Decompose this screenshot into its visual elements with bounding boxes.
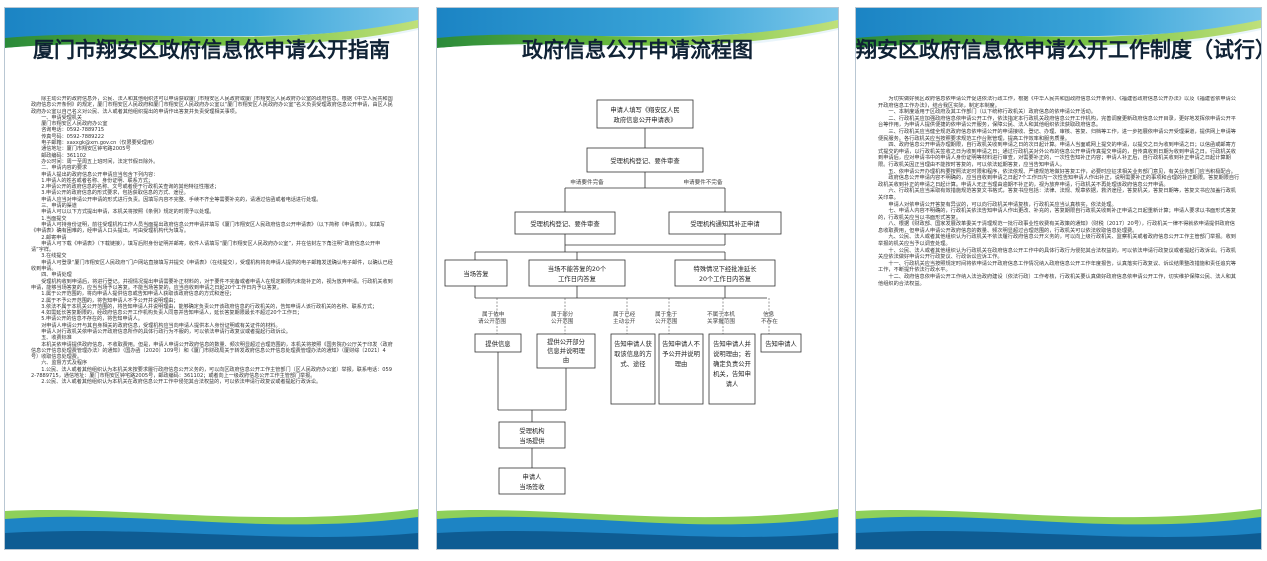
flow-result-absent-text: 告知申请人 [765,339,797,348]
page-title: 政府信息公开申请流程图 [522,38,753,62]
header-wave [5,8,418,96]
flow-result-method-3: 式、途径 [620,359,646,368]
flow-node-apply-line1: 申请人填写《翔安区人民 [610,105,679,114]
flow-node-immediate [444,259,508,287]
flow-result-notmine [708,333,756,405]
flow-board: 政府信息公开申请流程图 申请人填写《翔安区人民 政府信息公开申请表》 受理机构登… [437,8,838,549]
flow-result-partial-1: 提供公开部分 [547,337,585,346]
flow-result-refuse-2: 予公开并说明 [662,349,700,358]
flow-label-2a: 属于部分 [551,310,574,318]
flow-result-notmine-4: 机关，告知申 [713,369,751,378]
guide-board: 厦门市翔安区政府信息依申请公开指南 除主动公开的政府信息外，公民、法人和其他组织… [5,8,418,549]
flow-result-notmine-2: 说明理由；若 [713,349,751,358]
flow-node-sign-1: 申请人 [523,472,543,481]
flow-node-register-text: 受理机构登记、要件审查 [530,219,600,228]
flow-node-20days [528,259,626,287]
flow-node-apply [596,99,694,129]
flow-label-3a: 属于已经 [613,310,636,318]
flow-result-partial-2: 信息并说明理 [547,346,585,355]
flow-label-2b: 公开范围 [551,317,574,325]
flow-result-method-1: 告知申请人获 [614,339,652,348]
system-body: 为切实做好我区政府信息依申请公开促进依法行政工作，根据《中华人民共和国政府信息公… [878,96,1240,287]
flow-result-notmine-5: 请人 [726,379,739,388]
flow-node-20days-line1: 当场不能答复的20个 [548,264,607,273]
flow-result-refuse-3: 理由 [675,359,688,368]
flow-result-provide-text: 提供信息 [485,339,510,348]
flow-result-refuse-1: 告知申请人不 [662,339,700,348]
flow-node-extend-line1: 特殊情况下经批准延长 [694,264,758,273]
flow-label-incomplete: 申请要件不完备 [683,178,723,186]
header-wave [856,8,1261,96]
flow-node-sign-2: 当场签收 [519,482,545,491]
flow-node-20days-line2: 工作日内答复 [558,274,596,283]
flow-node-deliver [498,421,566,449]
flow-node-deliver-1: 受理机构 [519,426,544,435]
flow-node-review-text: 受理机构登记、要件审查 [610,156,680,165]
flow-node-immediate-text: 当场答复 [463,269,489,278]
flow-node-extend-line2: 20个工作日内答复 [699,274,752,283]
flow-label-4b: 公开范围 [655,317,678,325]
flow-label-6b: 不存在 [761,317,778,325]
system-board: 翔安区政府信息依申请公开工作制度（试行） 为切实做好我区政府信息依申请公开促进依… [856,8,1261,549]
flow-node-sign [498,467,566,495]
flow-result-partial-3: 由 [563,355,569,364]
flow-label-1b: 请公开范围 [478,317,506,325]
flow-result-refuse [658,333,704,405]
footer-wave [437,509,838,549]
flow-result-partial [536,333,596,369]
flow-result-notmine-1: 告知申请人并 [713,339,751,348]
flow-node-extend [674,259,776,287]
flow-label-5a: 不属于本机 [707,310,735,318]
flow-label-5b: 关掌握范围 [707,317,735,325]
flow-node-review [586,147,704,173]
flowchart: 申请人填写《翔安区人民 政府信息公开申请表》 受理机构登记、要件审查 申请要件完… [444,99,802,495]
flow-result-method [610,333,656,405]
flow-label-6a: 信息 [763,310,775,318]
footer-wave [5,509,418,549]
flow-node-apply-line2: 政府信息公开申请表》 [614,115,677,124]
flow-label-complete: 申请要件完备 [570,178,604,186]
page-title: 翔安区政府信息依申请公开工作制度（试行） [856,38,1261,62]
flow-result-absent [760,333,802,353]
flow-label-3b: 主动公开 [613,317,636,325]
flow-label-4a: 属于免于 [655,310,678,318]
header-wave [437,8,838,96]
flow-result-notmine-3: 确定负责公开 [713,359,751,368]
footer-wave [856,509,1261,549]
guide-body: 除主动公开的政府信息外，公民、法人和其他组织还可以申请获取厦门市翔安区人民政府或… [31,96,393,386]
flow-label-1a: 属于依申 [482,310,504,318]
flow-result-method-2: 取该信息的方 [614,349,652,358]
flow-node-deliver-2: 当场提供 [519,436,545,445]
flow-node-supplement-text: 受理机构通知其补正申请 [690,219,760,228]
page-title: 厦门市翔安区政府信息依申请公开指南 [33,38,390,62]
